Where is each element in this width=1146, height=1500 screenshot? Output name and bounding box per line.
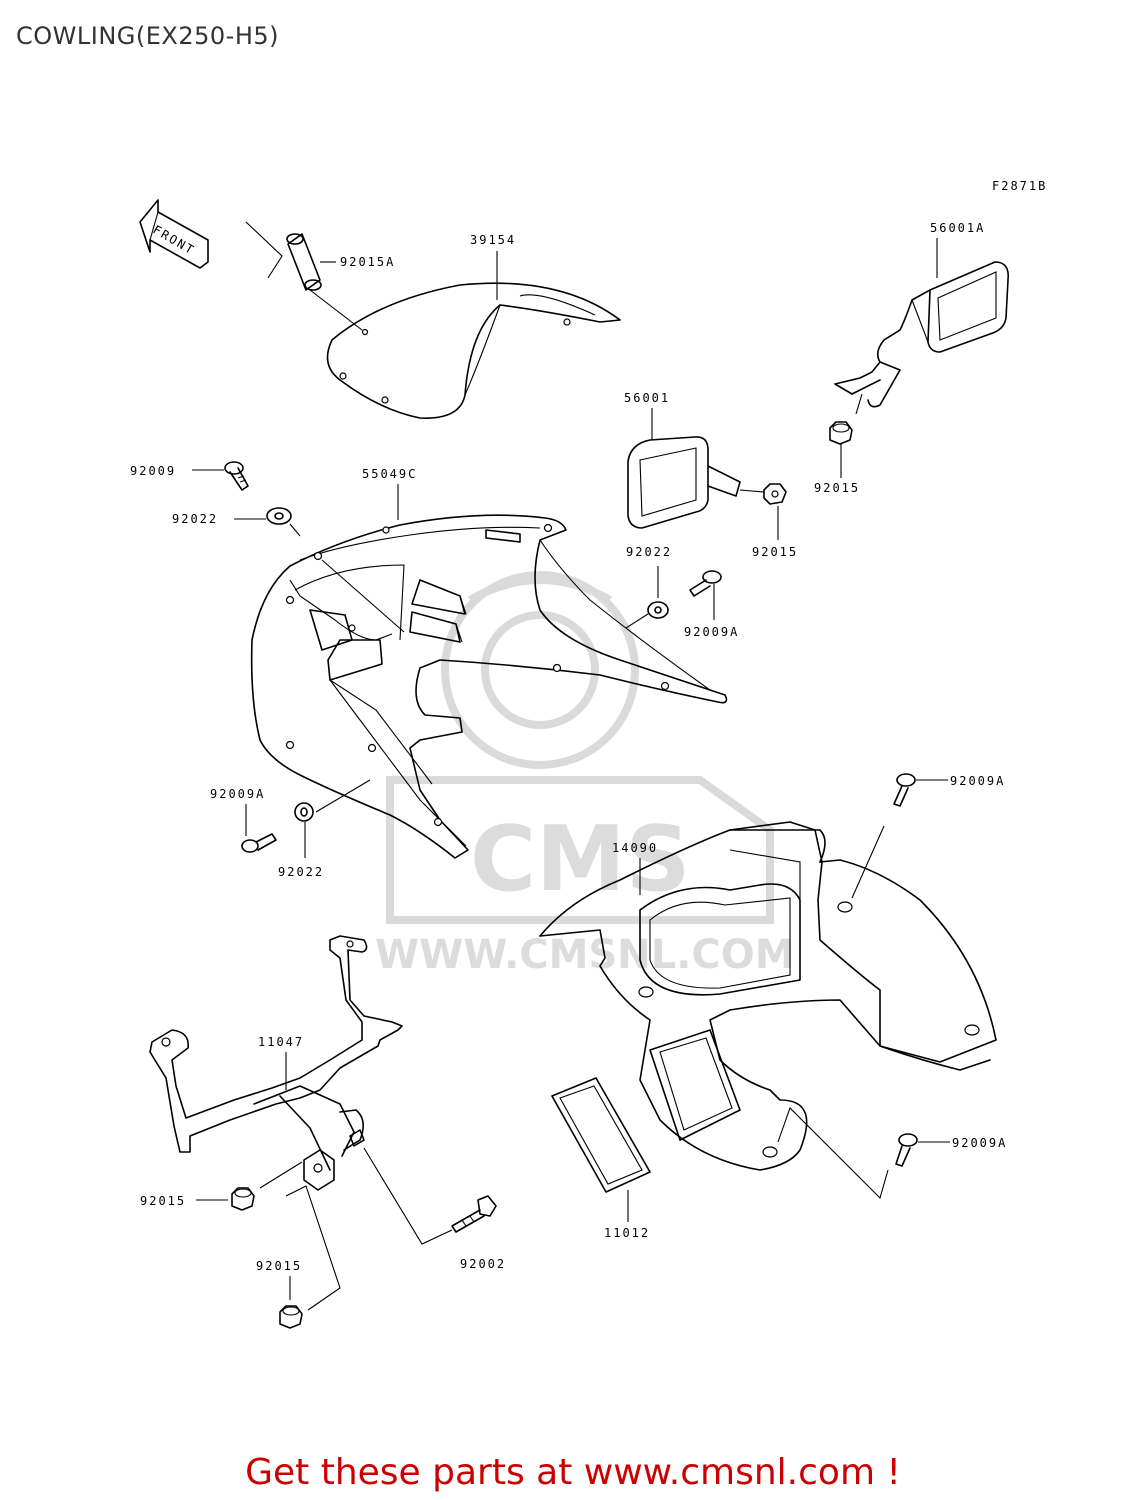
part-92022-washer-mid [647, 601, 669, 619]
label-11047: 11047 [258, 1035, 304, 1049]
part-92009A-screw-left [241, 833, 277, 853]
page-title: COWLING(EX250-H5) [16, 22, 279, 50]
part-55049C-upper-cowl [250, 514, 728, 859]
part-92009-screw [224, 461, 249, 491]
footer-link[interactable]: Get these parts at www.cmsnl.com ! [245, 1452, 901, 1493]
label-92015-mirror: 92015 [814, 481, 860, 495]
part-92009A-screw-mid [689, 570, 722, 597]
part-14090-inner-cowl [539, 821, 997, 1171]
label-11012: 11012 [604, 1226, 650, 1240]
label-14090: 14090 [612, 841, 658, 855]
part-92015-nut-mirror [829, 421, 853, 445]
label-92015-left: 92015 [140, 1194, 186, 1208]
label-92009A-r1: 92009A [950, 774, 1005, 788]
label-92009A-left: 92009A [210, 787, 265, 801]
label-92009A-r2: 92009A [952, 1136, 1007, 1150]
part-92015-nut-left [231, 1187, 255, 1211]
label-55049C: 55049C [362, 467, 417, 481]
label-92022-low: 92022 [278, 865, 324, 879]
label-92002: 92002 [460, 1257, 506, 1271]
label-92022-top: 92022 [172, 512, 218, 526]
label-92009: 92009 [130, 464, 176, 478]
label-92015-bottom: 92015 [256, 1259, 302, 1273]
watermark: CMS WWW.CMSNL.COM [375, 571, 795, 978]
part-92009A-screw-r2 [895, 1133, 918, 1167]
label-92022-mid: 92022 [626, 545, 672, 559]
part-92015-nut [763, 483, 787, 505]
part-11047-bracket [149, 935, 403, 1191]
label-92015A: 92015A [340, 255, 395, 269]
label-92015-right: 92015 [752, 545, 798, 559]
front-arrow-label: FRONT [151, 222, 198, 257]
cowling-exploded-diagram: CMS WWW.CMSNL.COM F2871B FRONT 39154 920… [130, 179, 1047, 1329]
figure-code: F2871B [992, 179, 1047, 193]
label-56001: 56001 [624, 391, 670, 405]
label-39154: 39154 [470, 233, 516, 247]
part-92022-washer [266, 507, 292, 525]
front-arrow-icon: FRONT [139, 199, 209, 269]
label-56001A: 56001A [930, 221, 985, 235]
part-39154-windshield [326, 282, 621, 419]
part-92002-bolt [451, 1195, 497, 1233]
part-92009A-screw-r1 [893, 773, 916, 807]
part-56001A-mirror [834, 261, 1010, 415]
part-11012-pad [551, 1077, 651, 1193]
part-92022-washer-low [294, 802, 314, 822]
part-92015-nut-bottom [279, 1305, 303, 1329]
part-56001-mirror [627, 436, 741, 529]
label-92009A-mid: 92009A [684, 625, 739, 639]
watermark-brand: CMS [470, 807, 690, 912]
part-92015A-grommet [286, 233, 322, 291]
watermark-url: WWW.CMSNL.COM [375, 932, 795, 978]
